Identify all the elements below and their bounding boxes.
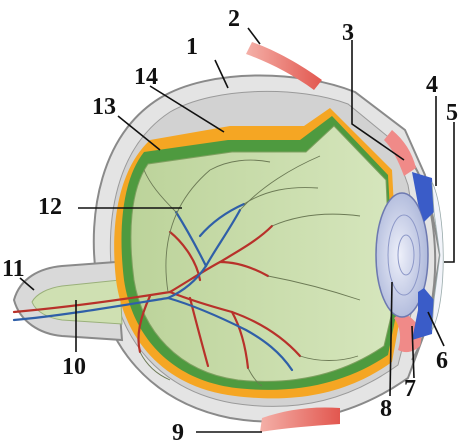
leader-5 xyxy=(444,122,454,262)
label-7: 7 xyxy=(404,376,416,402)
vitreous-body xyxy=(131,126,392,381)
label-9: 9 xyxy=(172,420,184,445)
leader-2 xyxy=(248,28,260,44)
label-14: 14 xyxy=(134,64,158,90)
label-11: 11 xyxy=(2,256,25,282)
label-5: 5 xyxy=(446,100,458,126)
label-4: 4 xyxy=(426,72,438,98)
label-2: 2 xyxy=(228,6,240,32)
label-3: 3 xyxy=(342,20,354,46)
label-6: 6 xyxy=(436,348,448,374)
label-10: 10 xyxy=(62,354,86,380)
label-8: 8 xyxy=(380,396,392,422)
label-12: 12 xyxy=(38,194,62,220)
label-1: 1 xyxy=(186,34,198,60)
label-13: 13 xyxy=(92,94,116,120)
